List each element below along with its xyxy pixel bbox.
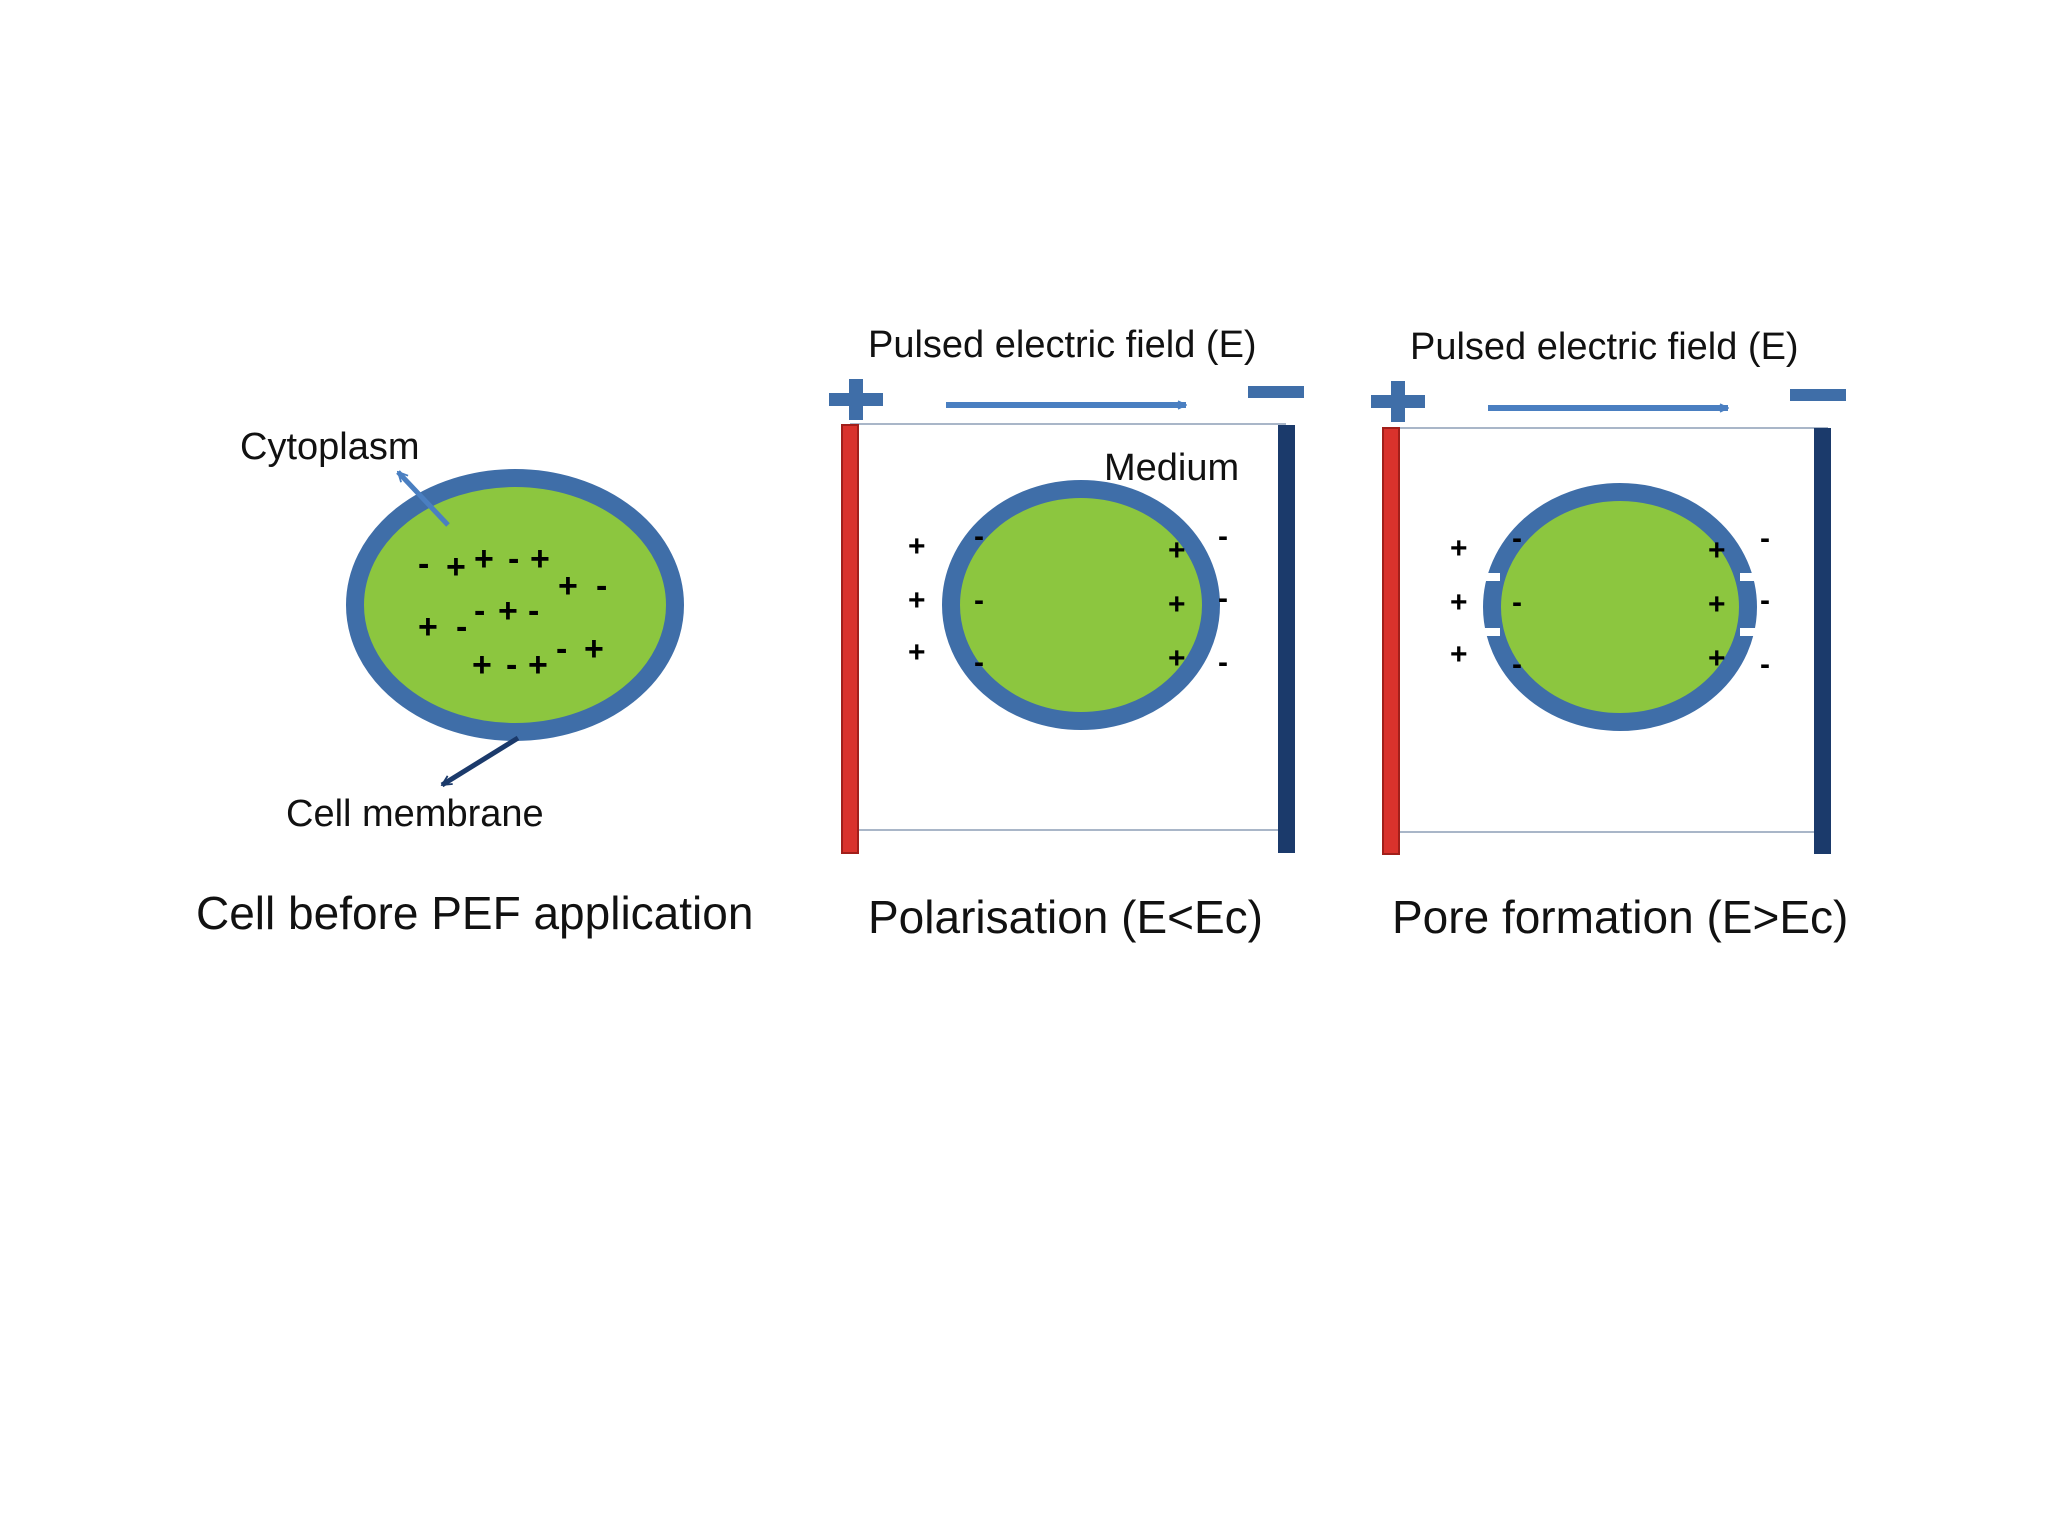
- charge: +: [908, 584, 926, 617]
- charge: -: [474, 592, 485, 630]
- charge: +: [418, 608, 438, 646]
- charge: -: [418, 545, 429, 583]
- charge: +: [1168, 534, 1186, 567]
- charge: -: [974, 584, 984, 617]
- charge: +: [1708, 534, 1726, 567]
- membrane-pointer-arrow: [442, 735, 520, 788]
- caption-cell-before: Cell before PEF application: [196, 887, 753, 939]
- charge: +: [908, 636, 926, 669]
- medium-charges: + + + - - - + + + - - -: [1450, 522, 1770, 681]
- positive-terminal-icon: [1371, 381, 1425, 422]
- caption-pore-formation: Pore formation (E>Ec): [1392, 891, 1848, 943]
- field-label: Pulsed electric field (E): [1410, 326, 1799, 368]
- polarised-cell: [942, 480, 1220, 730]
- panel-polarisation: Pulsed electric field (E) Medium + + + -…: [829, 324, 1304, 943]
- positive-electrode: [841, 424, 859, 854]
- cell-body: [346, 469, 684, 741]
- charge: +: [908, 530, 926, 563]
- charge: -: [556, 630, 567, 668]
- charge: +: [1168, 642, 1186, 675]
- charge: +: [530, 540, 550, 578]
- cytoplasm-charges: - + + - + + - + - - + - + - + - +: [418, 540, 607, 684]
- negative-terminal-icon: [1790, 389, 1846, 401]
- charge: -: [974, 520, 984, 553]
- field-label: Pulsed electric field (E): [868, 324, 1257, 366]
- charge: +: [446, 548, 466, 586]
- charge: +: [472, 646, 492, 684]
- charge: +: [528, 646, 548, 684]
- positive-terminal-icon: [829, 379, 883, 420]
- negative-electrode: [1814, 428, 1831, 854]
- charge: +: [1450, 638, 1468, 671]
- membrane-pores: [1474, 573, 1766, 636]
- charge: -: [1512, 522, 1522, 555]
- charge: +: [1450, 532, 1468, 565]
- medium-charges: + + + - - - + + + - - -: [908, 520, 1228, 679]
- charge: +: [1450, 586, 1468, 619]
- caption-polarisation: Polarisation (E<Ec): [868, 891, 1263, 943]
- charge: -: [1760, 522, 1770, 555]
- negative-electrode: [1278, 425, 1295, 853]
- charge: -: [506, 646, 517, 684]
- charge: -: [508, 540, 519, 578]
- cytoplasm-label: Cytoplasm: [240, 426, 420, 468]
- medium-label: Medium: [1104, 447, 1239, 489]
- cell-membrane-label: Cell membrane: [286, 793, 544, 835]
- charge: -: [974, 646, 984, 679]
- charge: -: [1512, 586, 1522, 619]
- charge: -: [528, 592, 539, 630]
- charge: -: [1512, 648, 1522, 681]
- charge: -: [1218, 646, 1228, 679]
- charge: -: [1760, 584, 1770, 617]
- charge: +: [1168, 588, 1186, 621]
- charge: +: [474, 540, 494, 578]
- positive-electrode: [1382, 427, 1400, 855]
- charge: +: [584, 630, 604, 668]
- charge: -: [456, 608, 467, 646]
- panel-pore-formation: Pulsed electric field (E) + + + - - - +: [1371, 326, 1848, 943]
- charge: +: [1708, 588, 1726, 621]
- charge: +: [498, 592, 518, 630]
- charge: -: [596, 567, 607, 605]
- cytoplasm-pointer-arrow: [396, 470, 450, 527]
- panel-cell-before: Cytoplasm Cell membrane - + + - + + - + …: [196, 426, 753, 939]
- charge: +: [1708, 642, 1726, 675]
- charge: -: [1218, 582, 1228, 615]
- negative-terminal-icon: [1248, 386, 1304, 398]
- charge: -: [1218, 520, 1228, 553]
- charge: -: [1760, 648, 1770, 681]
- charge: +: [558, 567, 578, 605]
- porated-cell: [1483, 483, 1757, 731]
